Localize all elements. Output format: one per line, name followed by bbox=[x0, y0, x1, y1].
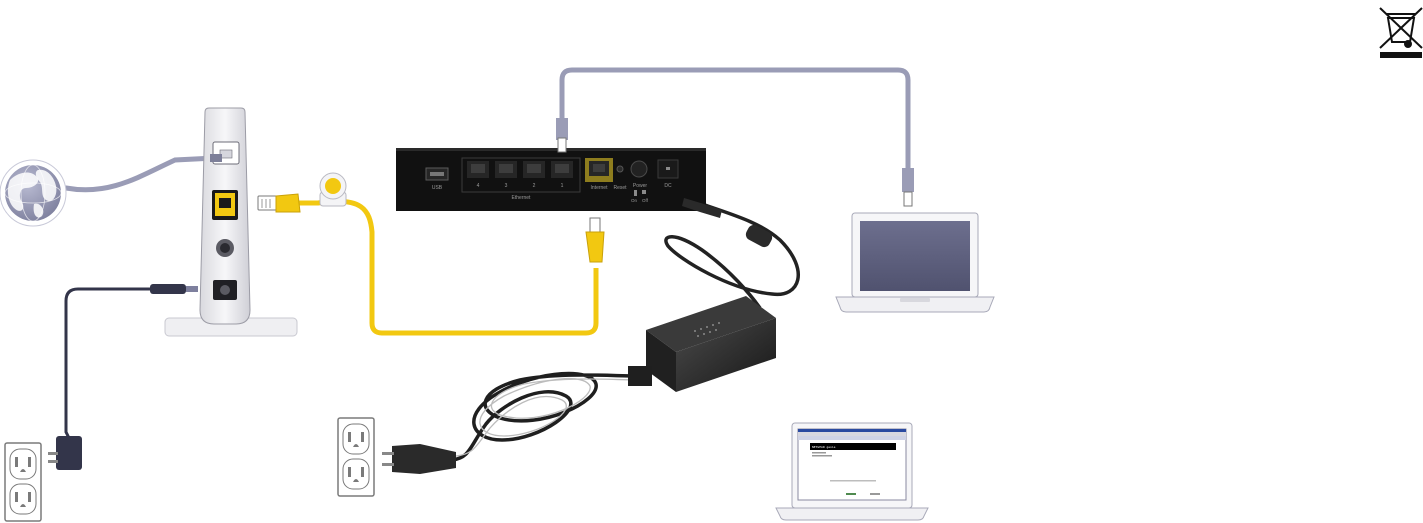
weee-recycle-bin-icon bbox=[1380, 8, 1422, 58]
cable-modem bbox=[165, 108, 297, 336]
yellow-ethernet-cable bbox=[296, 201, 596, 333]
router: USB 4 3 2 1 Ethernet Internet Reset Powe… bbox=[396, 148, 706, 211]
modem-wall-plug bbox=[48, 436, 82, 470]
power-button bbox=[631, 161, 647, 177]
gray-rj45-plug-router bbox=[556, 118, 568, 152]
ethernet-label: Ethernet bbox=[512, 195, 532, 201]
yellow-rj45-plug-modem bbox=[258, 194, 300, 212]
globe-icon bbox=[0, 160, 66, 226]
lan-label-2: 2 bbox=[533, 183, 536, 189]
browser-brand: NETGEAR genie bbox=[812, 445, 836, 449]
dc-power-cable bbox=[666, 204, 798, 308]
modem-power-cable bbox=[66, 289, 150, 440]
laptop bbox=[836, 213, 994, 312]
phone-plug bbox=[210, 154, 222, 162]
reset-label: Reset bbox=[613, 185, 627, 191]
off-label: Off bbox=[642, 198, 649, 203]
reset-button bbox=[617, 166, 623, 172]
dc-label: DC bbox=[664, 183, 672, 189]
on-label: On bbox=[631, 198, 638, 203]
internet-cable bbox=[66, 158, 215, 190]
ac-wall-plug bbox=[382, 444, 456, 474]
power-label: Power bbox=[633, 183, 648, 189]
yellow-rj45-plug-router bbox=[586, 218, 604, 262]
power-outlet-icon bbox=[5, 443, 41, 521]
laptop-browser: NETGEAR genie bbox=[776, 423, 928, 520]
lan-label-4: 4 bbox=[477, 183, 480, 189]
power-adapter bbox=[628, 296, 776, 392]
dc-plug bbox=[682, 198, 774, 249]
ferrite-clip bbox=[320, 173, 346, 206]
power-outlet-icon bbox=[338, 418, 374, 496]
internet-label: Internet bbox=[591, 185, 609, 191]
usb-label: USB bbox=[432, 185, 443, 191]
modem-power-plug bbox=[150, 284, 198, 294]
lan-label-1: 1 bbox=[561, 183, 564, 189]
gray-rj45-plug-laptop bbox=[902, 168, 914, 206]
lan-label-3: 3 bbox=[505, 183, 508, 189]
